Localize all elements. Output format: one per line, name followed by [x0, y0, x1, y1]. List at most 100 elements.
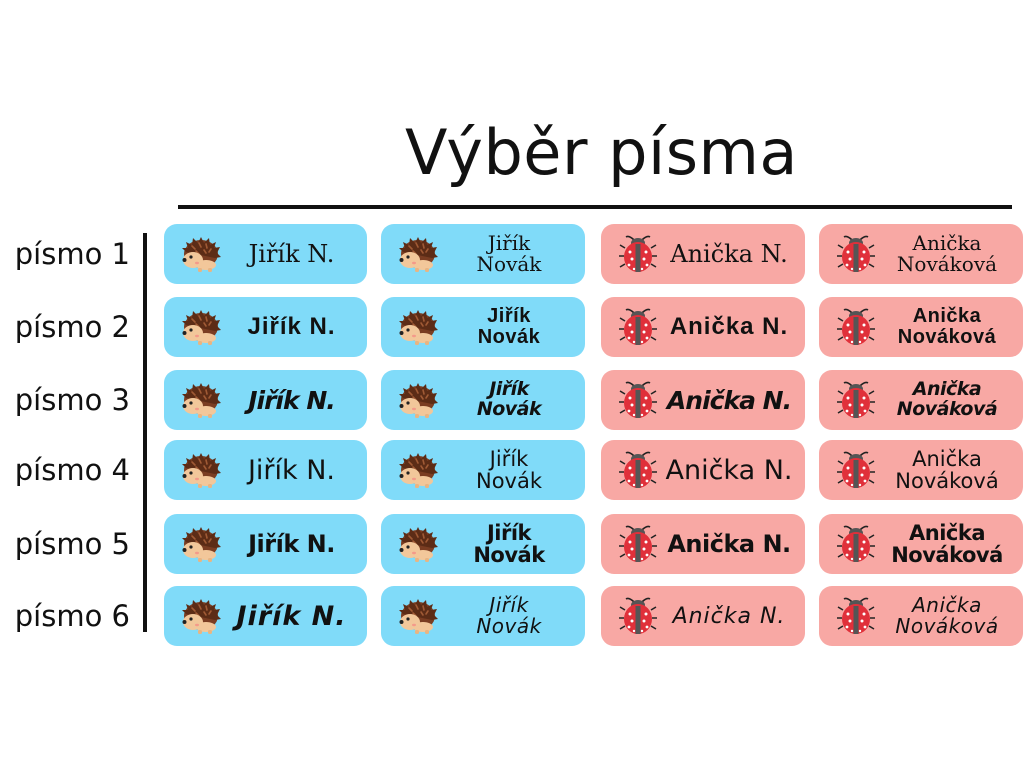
- hedgehog-icon: [397, 596, 439, 636]
- label-name: Jiřík N.: [248, 385, 336, 415]
- label-name: Jiřík N.: [236, 600, 347, 632]
- name-label-r1-c1[interactable]: Jiřík N.: [164, 224, 367, 284]
- ladybug-icon: [617, 596, 659, 636]
- label-last-name: Novák: [476, 398, 542, 420]
- label-text: Anička N.: [663, 224, 795, 284]
- ladybug-icon: [835, 307, 877, 347]
- page-title: Výběr písma: [405, 116, 798, 189]
- label-last-name: Nováková: [895, 469, 999, 493]
- name-label-r3-c1[interactable]: Jiřík N.: [164, 370, 367, 430]
- name-label-r1-c3[interactable]: Anička N.: [601, 224, 805, 284]
- row-label-3: písmo 3: [14, 383, 130, 417]
- label-first-name: Jiřík: [486, 520, 532, 545]
- label-text: Anička N.: [663, 370, 795, 430]
- label-last-name: Novák: [476, 252, 542, 276]
- label-last-name: Novák: [473, 543, 545, 567]
- row-label-6: písmo 6: [14, 599, 130, 633]
- label-name: Anička N.: [667, 530, 791, 558]
- label-first-name: Jiřík: [489, 446, 529, 471]
- row-label-2: písmo 2: [14, 310, 130, 344]
- label-text: Jiřík N.: [226, 514, 357, 574]
- name-label-r6-c3[interactable]: Anička N.: [601, 586, 805, 646]
- hedgehog-icon: [180, 380, 222, 420]
- row-label-5: písmo 5: [14, 527, 130, 561]
- name-label-r2-c3[interactable]: Anička N.: [601, 297, 805, 357]
- ladybug-icon: [835, 450, 877, 490]
- label-text: Jiřík N.: [226, 297, 357, 357]
- ladybug-icon: [835, 524, 877, 564]
- label-name: Anička N.: [666, 385, 792, 415]
- hedgehog-icon: [180, 450, 222, 490]
- ladybug-icon: [835, 234, 877, 274]
- label-first-name: Jiřík: [489, 593, 529, 617]
- ladybug-icon: [617, 380, 659, 420]
- label-name: Jiřík N.: [248, 530, 335, 558]
- row-label-1: písmo 1: [14, 237, 130, 271]
- label-text: Anička N.: [663, 586, 795, 646]
- name-label-r4-c1[interactable]: Jiřík N.: [164, 440, 367, 500]
- name-label-r6-c1[interactable]: Jiřík N.: [164, 586, 367, 646]
- hedgehog-icon: [180, 234, 222, 274]
- ladybug-icon: [617, 524, 659, 564]
- name-label-r5-c3[interactable]: Anička N.: [601, 514, 805, 574]
- label-name: Anička N.: [669, 313, 789, 340]
- row-label-4: písmo 4: [14, 453, 130, 487]
- label-name: Jiřík N.: [247, 313, 336, 340]
- name-label-r5-c1[interactable]: Jiřík N.: [164, 514, 367, 574]
- hedgehog-icon: [180, 524, 222, 564]
- title-underline: [178, 205, 1012, 209]
- hedgehog-icon: [397, 450, 439, 490]
- label-last-name: Nováková: [896, 398, 998, 420]
- label-text: Anička N.: [663, 297, 795, 357]
- name-label-r3-c3[interactable]: Anička N.: [601, 370, 805, 430]
- label-name: Jiřík N.: [247, 454, 336, 486]
- ladybug-icon: [835, 596, 877, 636]
- label-first-name: Jiřík: [487, 231, 531, 255]
- ladybug-icon: [617, 450, 659, 490]
- label-text: Anička N.: [663, 440, 795, 500]
- ladybug-icon: [617, 234, 659, 274]
- label-name: Anička N.: [672, 603, 786, 629]
- label-name: Anička N.: [665, 454, 793, 486]
- label-first-name: Anička: [912, 305, 982, 327]
- label-text: Jiřík N.: [226, 370, 357, 430]
- hedgehog-icon: [397, 234, 439, 274]
- hedgehog-icon: [180, 307, 222, 347]
- label-last-name: Novák: [476, 614, 542, 638]
- hedgehog-icon: [397, 380, 439, 420]
- label-first-name: Anička: [912, 231, 982, 255]
- label-name: Anička N.: [670, 240, 788, 268]
- label-first-name: Anička: [912, 593, 982, 617]
- hedgehog-icon: [180, 596, 222, 636]
- ladybug-icon: [617, 307, 659, 347]
- label-text: Jiřík N.: [226, 224, 357, 284]
- label-name: Jiřík N.: [248, 240, 335, 268]
- label-first-name: Jiřík: [487, 305, 531, 327]
- label-first-name: Anička: [909, 520, 985, 545]
- name-label-r4-c3[interactable]: Anička N.: [601, 440, 805, 500]
- name-label-r2-c1[interactable]: Jiřík N.: [164, 297, 367, 357]
- label-text: Jiřík N.: [226, 440, 357, 500]
